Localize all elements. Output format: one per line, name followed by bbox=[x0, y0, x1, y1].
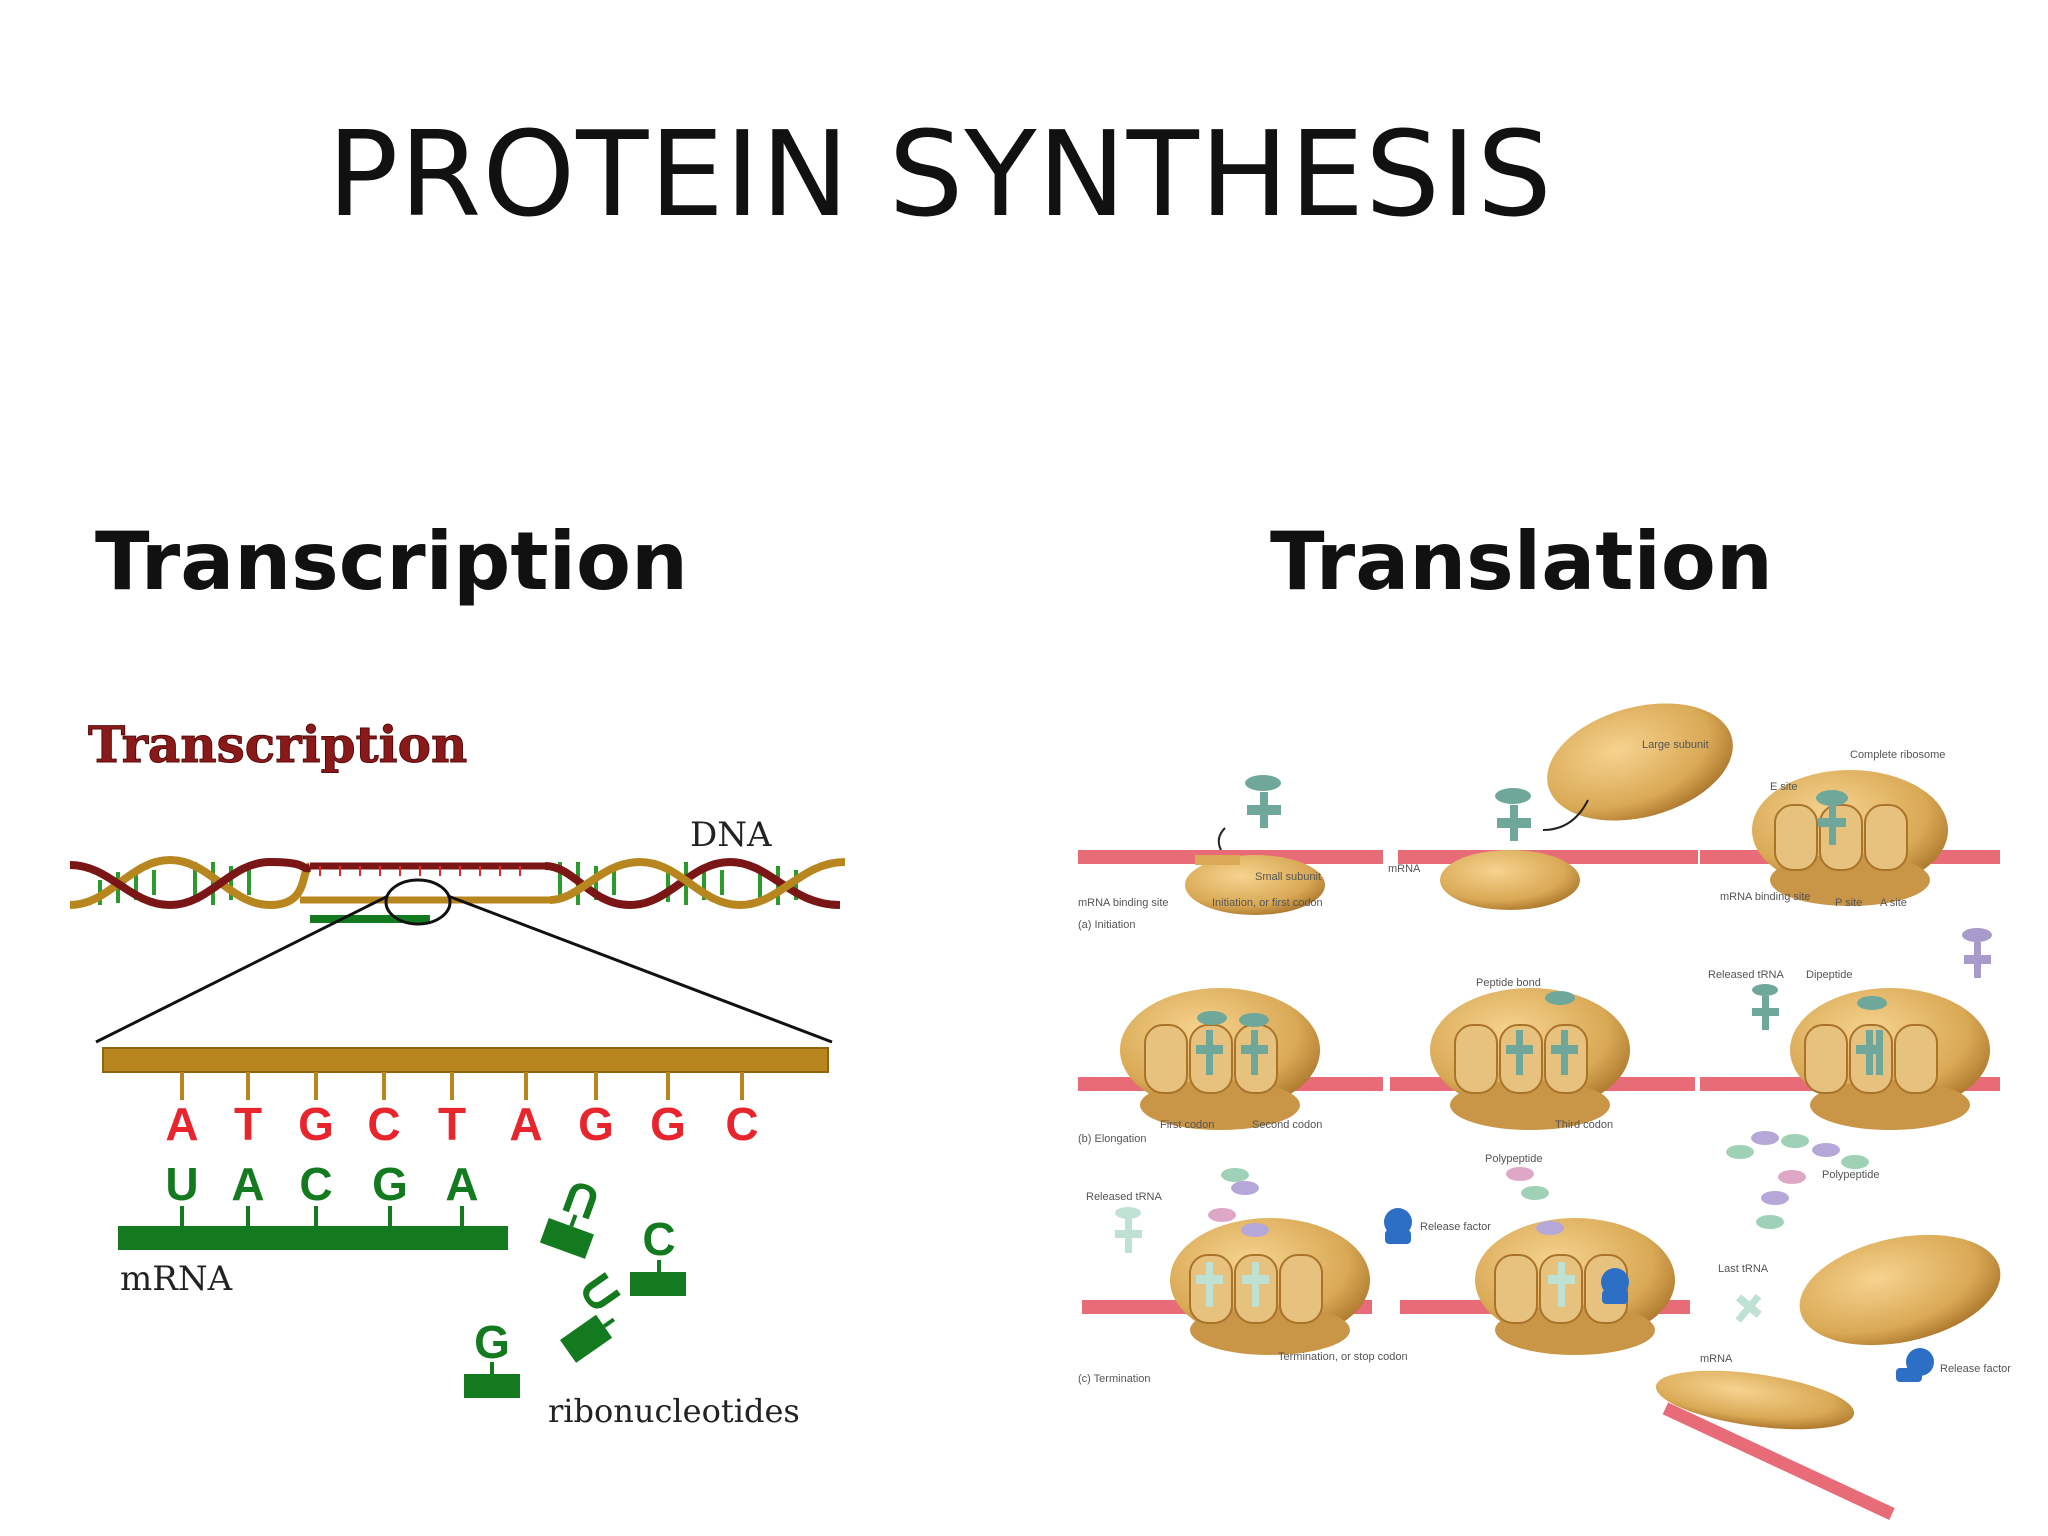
label-complete-ribosome: Complete ribosome bbox=[1850, 749, 1945, 761]
label-polypeptide-2: Polypeptide bbox=[1822, 1169, 1880, 1181]
svg-text:U: U bbox=[556, 1170, 605, 1230]
mrna-base: A bbox=[231, 1158, 264, 1210]
transcription-heading: Transcription bbox=[95, 515, 688, 608]
label-a-site: A site bbox=[1880, 897, 1907, 909]
release-factor bbox=[1384, 1208, 1412, 1244]
label-polypeptide: Polypeptide bbox=[1485, 1153, 1543, 1165]
label-mrna-binding-site: mRNA binding site bbox=[1078, 897, 1169, 909]
ribosome bbox=[1170, 1168, 1370, 1355]
fmet-trna bbox=[1245, 775, 1281, 828]
transcription-figure: Transcription DNA bbox=[69, 715, 846, 1430]
polypeptide bbox=[1726, 1131, 1869, 1229]
large-subunit-released bbox=[1799, 1234, 2001, 1346]
label-release-factor: Release factor bbox=[1420, 1221, 1491, 1233]
large-subunit bbox=[1547, 703, 1733, 821]
label-peptide-bond: Peptide bond bbox=[1476, 977, 1541, 989]
label-mrna-binding-site-2: mRNA binding site bbox=[1720, 891, 1811, 903]
dna-base: C bbox=[725, 1098, 758, 1150]
label-termination-codon: Termination, or stop codon bbox=[1278, 1351, 1408, 1363]
dna-base: T bbox=[234, 1098, 262, 1150]
dna-base: T bbox=[438, 1098, 466, 1150]
slide-title: PROTEIN SYNTHESIS bbox=[327, 105, 1553, 243]
label-released-trna-2: Released tRNA bbox=[1086, 1191, 1162, 1203]
label-mrna-2: mRNA bbox=[1700, 1353, 1733, 1365]
label-dipeptide: Dipeptide bbox=[1806, 969, 1852, 981]
small-subunit bbox=[1185, 855, 1325, 915]
label-elongation: (b) Elongation bbox=[1078, 1133, 1147, 1145]
small-subunit-released bbox=[1655, 1370, 1855, 1430]
label-e-site: E site bbox=[1770, 781, 1798, 793]
label-second-codon: Second codon bbox=[1252, 1119, 1322, 1131]
label-termination: (c) Termination bbox=[1078, 1373, 1151, 1385]
svg-text:C: C bbox=[642, 1213, 675, 1265]
label-large-subunit: Large subunit bbox=[1642, 739, 1709, 751]
dna-base: A bbox=[165, 1098, 198, 1150]
ribosome bbox=[1430, 988, 1630, 1130]
svg-text:U: U bbox=[569, 1264, 631, 1321]
transcription-banner: Transcription bbox=[88, 715, 467, 774]
ribonucleotides-label: ribonucleotides bbox=[548, 1392, 800, 1430]
dna-base: G bbox=[578, 1098, 614, 1150]
ribosome bbox=[1475, 1167, 1675, 1355]
label-initiation-codon: Initiation, or first codon bbox=[1212, 897, 1323, 909]
mrna-base: A bbox=[445, 1158, 478, 1210]
label-mrna: mRNA bbox=[1388, 863, 1421, 875]
dna-base: G bbox=[298, 1098, 334, 1150]
label-first-codon: First codon bbox=[1160, 1119, 1214, 1131]
dna-label: DNA bbox=[690, 815, 772, 855]
label-third-codon: Third codon bbox=[1555, 1119, 1613, 1131]
ribosome bbox=[1120, 988, 1320, 1130]
mrna-strands bbox=[1078, 850, 2000, 1520]
translation-heading: Translation bbox=[1270, 515, 1773, 608]
ribonucleotide: G bbox=[464, 1316, 520, 1398]
dna-base: C bbox=[367, 1098, 400, 1150]
translation-figure: Large subunit Complete ribosome E site S… bbox=[1078, 703, 2011, 1520]
mrna-base: U bbox=[165, 1158, 198, 1210]
label-p-site: P site bbox=[1835, 897, 1862, 909]
ribonucleotide: C bbox=[630, 1213, 686, 1296]
ribosome bbox=[1752, 928, 1992, 1130]
svg-text:G: G bbox=[474, 1316, 510, 1368]
label-release-factor-2: Release factor bbox=[1940, 1363, 2011, 1375]
label-released-trna: Released tRNA bbox=[1708, 969, 1784, 981]
mrna-label: mRNA bbox=[120, 1259, 233, 1299]
label-small-subunit: Small subunit bbox=[1255, 871, 1321, 883]
label-initiation: (a) Initiation bbox=[1078, 919, 1135, 931]
dna-helix bbox=[69, 855, 846, 926]
dna-base: G bbox=[650, 1098, 686, 1150]
label-last-trna: Last tRNA bbox=[1718, 1263, 1769, 1275]
dna-base: A bbox=[509, 1098, 542, 1150]
mrna-base: C bbox=[299, 1158, 332, 1210]
ribonucleotide: U bbox=[539, 1170, 605, 1259]
mrna-strand bbox=[118, 1226, 508, 1250]
mrna-base: G bbox=[372, 1158, 408, 1210]
